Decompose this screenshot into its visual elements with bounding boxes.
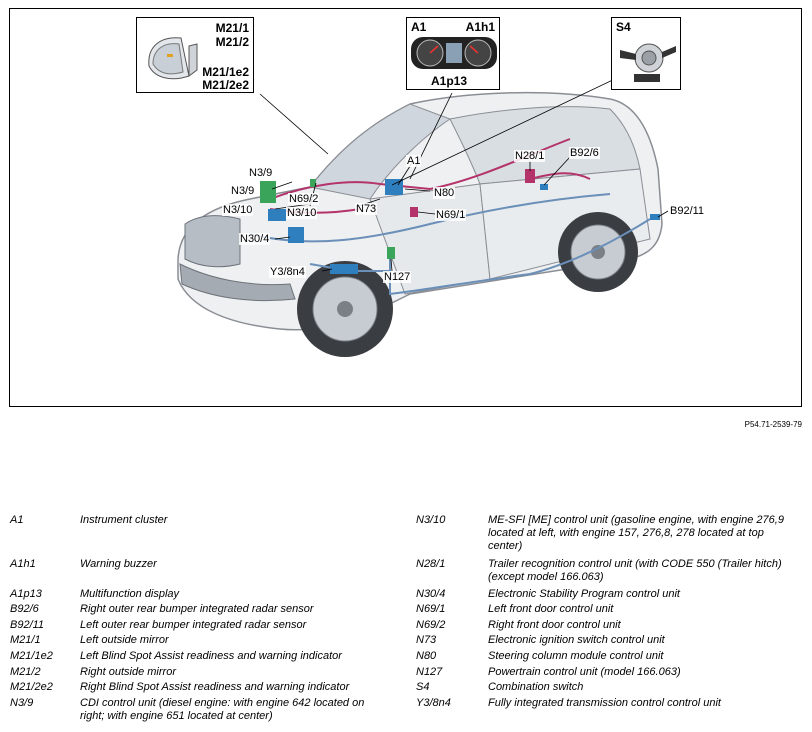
callout-n30-4: N30/4 xyxy=(239,233,270,245)
cluster-label-a1h1: A1h1 xyxy=(466,21,495,34)
mirror-inset: M21/1 M21/2 M21/1e2 M21/2e2 xyxy=(136,17,254,93)
legend-code: M21/2e2 xyxy=(10,681,80,694)
legend-desc: Right front door control unit xyxy=(488,619,798,632)
legend-desc: Right outer rear bumper integrated radar… xyxy=(80,603,390,616)
callout-n3-10-secondary: N3/10 xyxy=(286,207,317,219)
callout-n69-1: N69/1 xyxy=(435,209,466,221)
callout-n73: N73 xyxy=(355,203,377,215)
legend-code: N3/10 xyxy=(416,514,486,527)
legend-desc: Steering column module control unit xyxy=(488,650,798,663)
legend-desc: Trailer recognition control unit (with C… xyxy=(488,558,798,584)
legend-code: N69/2 xyxy=(416,619,486,632)
callout-n127: N127 xyxy=(383,271,411,283)
callout-b92-6: B92/6 xyxy=(569,147,600,159)
callout-n69-2: N69/2 xyxy=(288,193,319,205)
mirror-label-m21-1: M21/1 xyxy=(216,22,249,35)
switch-label-s4: S4 xyxy=(616,21,631,34)
legend-desc: Multifunction display xyxy=(80,588,380,601)
legend-desc: Fully integrated transmission control co… xyxy=(488,697,798,710)
legend-code: B92/6 xyxy=(10,603,80,616)
callout-n80: N80 xyxy=(433,187,455,199)
legend-code: B92/11 xyxy=(10,619,80,632)
figure-frame: M21/1 M21/2 M21/1e2 M21/2e2 A1 A1h1 A1p1… xyxy=(9,8,802,407)
rear-wheel xyxy=(558,212,638,292)
legend-code: N30/4 xyxy=(416,588,486,601)
legend-desc: Right Blind Spot Assist readiness and wa… xyxy=(80,681,405,694)
cluster-inset: A1 A1h1 A1p13 xyxy=(406,17,500,90)
legend-desc: Electronic ignition switch control unit xyxy=(488,634,798,647)
callout-a1: A1 xyxy=(406,155,421,167)
front-wheel xyxy=(297,261,393,357)
instrument-cluster-icon xyxy=(410,36,498,70)
callout-y3-8n4: Y3/8n4 xyxy=(269,266,306,278)
combination-switch-icon xyxy=(616,36,678,86)
legend-code: S4 xyxy=(416,681,486,694)
legend-code: A1 xyxy=(10,514,80,527)
figure-number: P54.71-2539-79 xyxy=(745,420,802,429)
cluster-label-a1p13: A1p13 xyxy=(431,75,467,88)
legend-code: Y3/8n4 xyxy=(416,697,486,710)
callout-n3-9: N3/9 xyxy=(248,167,273,179)
legend-desc: Left front door control unit xyxy=(488,603,798,616)
legend-desc: Left outer rear bumper integrated radar … xyxy=(80,619,390,632)
legend-code: N28/1 xyxy=(416,558,486,571)
legend-code: M21/1 xyxy=(10,634,80,647)
legend-desc: ME-SFI [ME] control unit (gasoline engin… xyxy=(488,514,798,553)
mirror-label-m21-2e2: M21/2e2 xyxy=(202,79,249,92)
cluster-label-a1: A1 xyxy=(411,21,426,34)
legend-code: N3/9 xyxy=(10,697,80,710)
legend-desc: Right outside mirror xyxy=(80,666,380,679)
legend-code: A1p13 xyxy=(10,588,80,601)
legend-desc: Electronic Stability Program control uni… xyxy=(488,588,798,601)
legend-desc: Instrument cluster xyxy=(80,514,380,527)
callout-n28-1: N28/1 xyxy=(514,150,545,162)
legend-desc: Left Blind Spot Assist readiness and war… xyxy=(80,650,400,663)
legend: A1 Instrument cluster A1h1 Warning buzze… xyxy=(0,514,812,732)
legend-desc: Combination switch xyxy=(488,681,798,694)
legend-desc: Powertrain control unit (model 166.063) xyxy=(488,666,798,679)
callout-n3-10: N3/10 xyxy=(222,204,253,216)
legend-desc: CDI control unit (diesel engine: with en… xyxy=(80,697,365,723)
legend-code: M21/1e2 xyxy=(10,650,80,663)
callout-b92-11: B92/11 xyxy=(669,205,705,217)
callout-n3-9-secondary: N3/9 xyxy=(230,185,255,197)
mirror-label-m21-2: M21/2 xyxy=(216,36,249,49)
legend-code: M21/2 xyxy=(10,666,80,679)
legend-code: A1h1 xyxy=(10,558,80,571)
legend-desc: Left outside mirror xyxy=(80,634,380,647)
legend-desc: Warning buzzer xyxy=(80,558,380,571)
switch-inset: S4 xyxy=(611,17,681,90)
mirror-icon xyxy=(141,26,201,86)
legend-code: N69/1 xyxy=(416,603,486,616)
legend-code: N127 xyxy=(416,666,486,679)
legend-code: N80 xyxy=(416,650,486,663)
legend-code: N73 xyxy=(416,634,486,647)
